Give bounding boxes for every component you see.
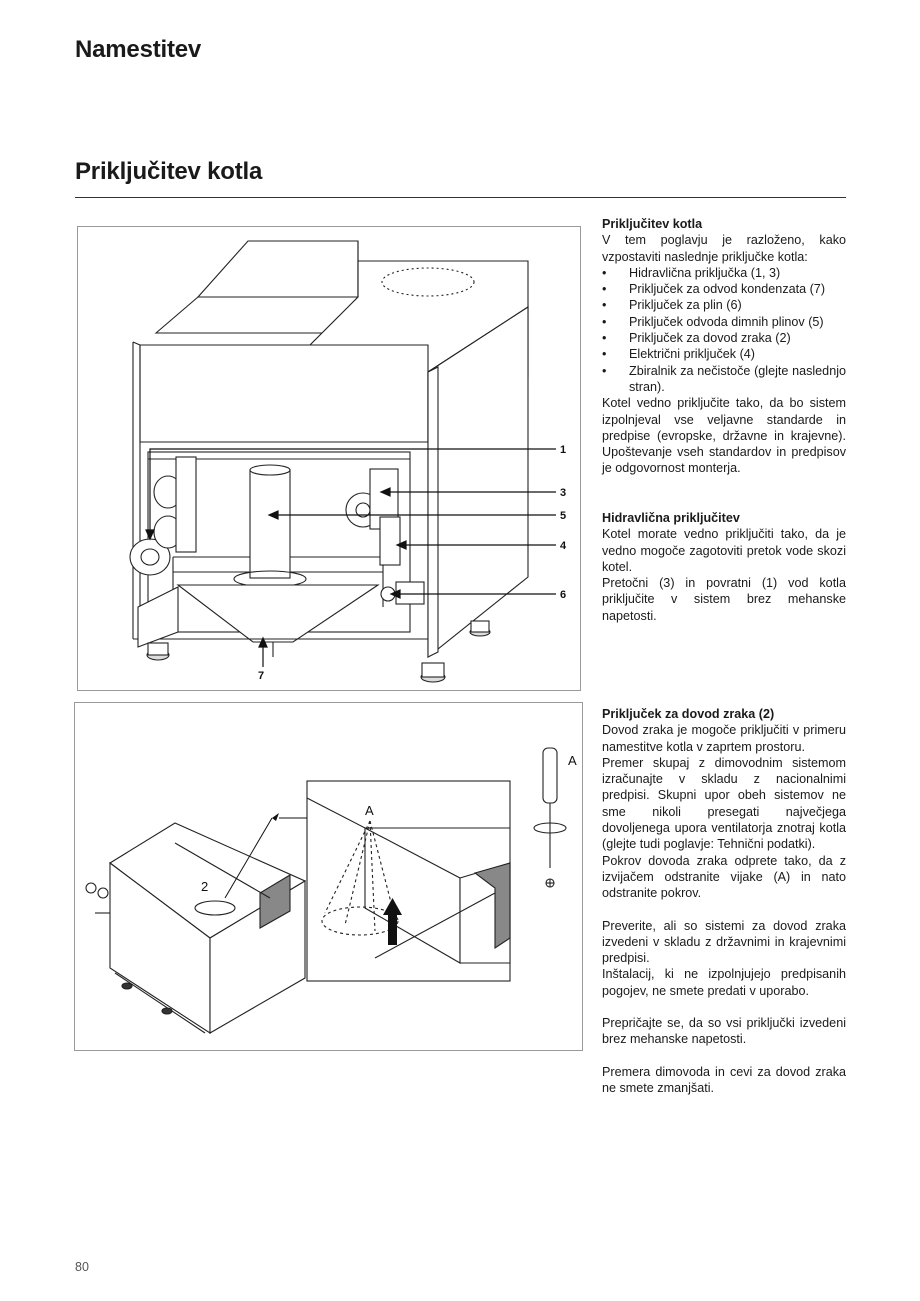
block2-paragraph-2: Pretočni (3) in povratni (1) vod kotla p… <box>602 576 846 623</box>
page-number: 80 <box>75 1260 89 1274</box>
list-item: Priključek odvoda dimnih plinov (5) <box>602 314 846 331</box>
air-supply-figure: 2 A A <box>74 702 583 1051</box>
block3-paragraph-5: Inštalacij, ki ne izpolnjujejo predpisan… <box>602 967 846 998</box>
callout-a-tool: A <box>568 753 577 768</box>
block3-paragraph-6: Prepričajte se, da so vsi priključki izv… <box>602 1016 846 1047</box>
list-item: Električni priključek (4) <box>602 346 846 363</box>
block1-intro: V tem poglavju je razloženo, kako vzpost… <box>602 233 846 264</box>
callout-1: 1 <box>560 444 566 456</box>
callout-2: 2 <box>201 879 208 894</box>
section-title: Priključitev kotla <box>75 158 263 185</box>
callout-7: 7 <box>258 670 264 682</box>
air-supply-drawing: 2 A A <box>85 747 577 1035</box>
title-rule <box>75 197 846 198</box>
block3-paragraph-2: Premer skupaj z dimovodnim sistemom izra… <box>602 755 846 852</box>
air-supply-text: Priključek za dovod zraka (2) Dovod zrak… <box>602 706 846 1096</box>
list-item: Priključek za odvod kondenzata (7) <box>602 281 846 298</box>
connection-list: Hidravlična priključka (1, 3) Priključek… <box>602 265 846 395</box>
boiler-connections-drawing: 1 3 5 4 6 7 <box>129 240 567 683</box>
callout-3: 3 <box>560 487 566 499</box>
block1-outro: Kotel vedno priključite tako, da bo sist… <box>602 396 846 476</box>
block2-heading: Hidravlična priključitev <box>602 511 740 525</box>
chapter-title: Namestitev <box>75 36 202 63</box>
boiler-connection-text: Priključitev kotla V tem poglavju je raz… <box>602 216 846 477</box>
list-item: Priključek za plin (6) <box>602 297 846 314</box>
list-item: Hidravlična priključka (1, 3) <box>602 265 846 282</box>
hydraulic-connection-text: Hidravlična priključitev Kotel morate ve… <box>602 510 846 624</box>
callout-a-detail: A <box>365 803 374 818</box>
callout-4: 4 <box>560 540 567 552</box>
block3-paragraph-1: Dovod zraka je mogoče priključiti v prim… <box>602 723 846 754</box>
block3-paragraph-3: Pokrov dovoda zraka odprete tako, da z i… <box>602 853 846 901</box>
block3-paragraph-7: Premera dimovoda in cevi za dovod zraka … <box>602 1064 846 1095</box>
callout-5: 5 <box>560 510 566 522</box>
block1-heading: Priključitev kotla <box>602 217 703 231</box>
list-item: Zbiralnik za nečistoče (glejte naslednjo… <box>602 363 846 396</box>
boiler-connections-figure: 1 3 5 4 6 7 <box>77 226 581 691</box>
block2-paragraph-1: Kotel morate vedno priključiti tako, da … <box>602 527 846 574</box>
callout-6: 6 <box>560 589 566 601</box>
list-item: Priključek za dovod zraka (2) <box>602 330 846 347</box>
block3-paragraph-4: Preverite, ali so sistemi za dovod zraka… <box>602 918 846 966</box>
block3-heading: Priključek za dovod zraka (2) <box>602 707 775 721</box>
